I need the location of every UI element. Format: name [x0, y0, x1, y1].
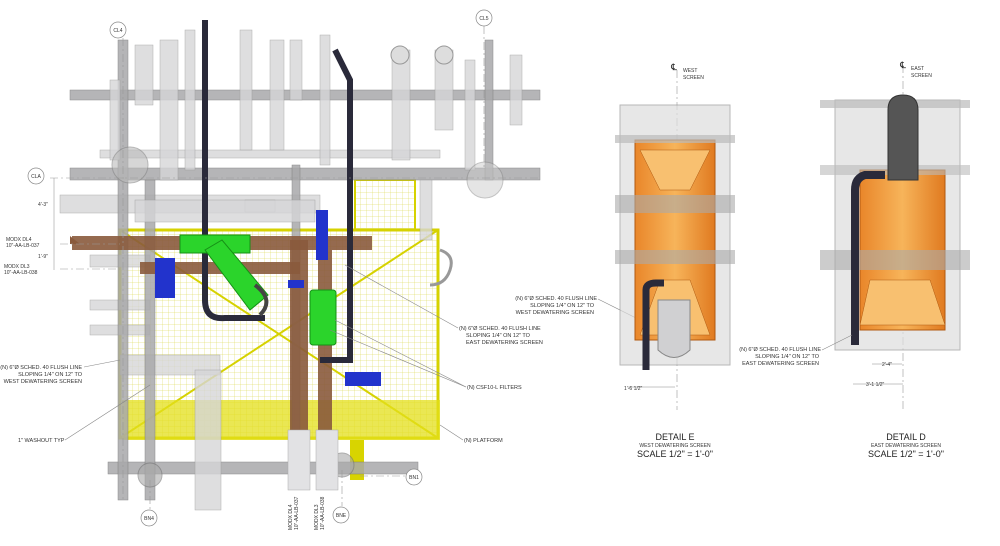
svg-text:SLOPING 1/4" ON 12" TO: SLOPING 1/4" ON 12" TO — [755, 354, 820, 360]
svg-text:SCREEN: SCREEN — [683, 75, 704, 81]
note-washout: 1" WASHOUT TYP — [18, 384, 151, 444]
svg-text:CL5: CL5 — [479, 16, 488, 22]
csf10-filters — [179, 234, 337, 346]
plan-view: CL4 CL5 CLA BN4 BNE BN1 4'-3" 1'-9" MODX… — [0, 9, 651, 530]
detail-d: ℄ EAST SCREEN 2'-4" 3'-1 1/2" (N) 6"Ø SC… — [739, 60, 970, 459]
valves — [155, 210, 381, 386]
svg-text:(N) 6"Ø SCHED. 40 FLUSH LINE: (N) 6"Ø SCHED. 40 FLUSH LINE — [459, 326, 541, 332]
svg-text:MODX DL3: MODX DL3 — [314, 504, 320, 530]
svg-text:CLA: CLA — [31, 174, 41, 180]
detail-d-title: DETAIL D — [886, 432, 926, 442]
svg-text:WEST: WEST — [683, 68, 697, 74]
modx-dl4-tag: 10"-AA-LB-037 — [6, 243, 40, 249]
grid-bubble-cl4: CL4 — [109, 21, 127, 39]
centerline-symbol: ℄ — [899, 60, 906, 70]
svg-text:MODX DL4: MODX DL4 — [288, 504, 294, 530]
detail-d-subtitle: EAST DEWATERING SCREEN — [871, 443, 941, 449]
svg-text:EAST DEWATERING SCREEN: EAST DEWATERING SCREEN — [466, 340, 543, 346]
detail-e: ℄ WEST SCREEN 1'-6 1/2" DETAIL E WEST DE… — [615, 62, 735, 459]
note-platform: (N) PLATFORM — [439, 424, 503, 444]
note-filters: (N) CSF10-L FILTERS — [329, 319, 522, 391]
grid-bubble-bne: BNE — [332, 506, 350, 524]
detail-e-scale: SCALE 1/2" = 1'-0" — [637, 449, 713, 459]
modx-dl3-vertical: MODX DL3 10"-AA-LB-038 — [314, 496, 326, 530]
svg-text:SCREEN: SCREEN — [911, 73, 932, 79]
detail-d-scale: SCALE 1/2" = 1'-0" — [868, 449, 944, 459]
platform — [118, 179, 440, 480]
dim-2-4: 2'-4" — [882, 362, 892, 368]
note-east-flush-line: (N) 6"Ø SCHED. 40 FLUSH LINE SLOPING 1/4… — [344, 264, 543, 346]
svg-text:(N) 6"Ø SCHED. 40 FLUSH LINE: (N) 6"Ø SCHED. 40 FLUSH LINE — [515, 296, 597, 302]
flush-line — [202, 20, 353, 363]
svg-text:BN1: BN1 — [409, 475, 419, 481]
svg-text:10"-AA-LB-037: 10"-AA-LB-037 — [294, 496, 300, 530]
svg-text:CL4: CL4 — [113, 28, 122, 34]
modx-dl4-vertical: MODX DL4 10"-AA-LB-037 — [288, 496, 300, 530]
svg-text:SLOPING 1/4" ON 12" TO: SLOPING 1/4" ON 12" TO — [18, 372, 83, 378]
detail-e-title: DETAIL E — [655, 432, 694, 442]
svg-text:WEST DEWATERING SCREEN: WEST DEWATERING SCREEN — [4, 379, 82, 385]
dim-4-3: 4'-3" — [38, 202, 48, 208]
svg-text:BNE: BNE — [336, 513, 347, 519]
dim-1-6-1-2: 1'-6 1/2" — [624, 386, 643, 392]
svg-text:1" WASHOUT TYP: 1" WASHOUT TYP — [18, 438, 65, 444]
grid-bubble-bn1: BN1 — [405, 468, 423, 486]
dim-3-1-1-2: 3'-1 1/2" — [866, 382, 885, 388]
svg-text:SLOPING 1/4" ON 12" TO: SLOPING 1/4" ON 12" TO — [466, 333, 531, 339]
detail-e-subtitle: WEST DEWATERING SCREEN — [639, 443, 711, 449]
centerline-symbol: ℄ — [670, 62, 677, 72]
note-west-flush-line: (N) 6"Ø SCHED. 40 FLUSH LINE SLOPING 1/4… — [0, 359, 121, 385]
svg-text:10"-AA-LB-038: 10"-AA-LB-038 — [320, 496, 326, 530]
grid-bubble-cl5: CL5 — [475, 9, 493, 27]
svg-text:(N) PLATFORM: (N) PLATFORM — [464, 438, 503, 444]
grid-lines — [50, 26, 540, 510]
modx-dl3-label: MODX DL3 — [4, 264, 30, 270]
dim-1-9: 1'-9" — [38, 254, 48, 260]
svg-text:BN4: BN4 — [144, 516, 154, 522]
svg-text:EAST: EAST — [911, 66, 924, 72]
svg-text:EAST DEWATERING SCREEN: EAST DEWATERING SCREEN — [742, 361, 819, 367]
svg-text:SLOPING 1/4" ON 12" TO: SLOPING 1/4" ON 12" TO — [530, 303, 595, 309]
svg-text:WEST DEWATERING SCREEN: WEST DEWATERING SCREEN — [516, 310, 594, 316]
modx-dl4-label: MODX DL4 — [6, 237, 32, 243]
modx-dl3-tag: 10"-AA-LB-038 — [4, 270, 38, 276]
grid-bubble-bn4: BN4 — [140, 509, 158, 527]
svg-text:(N) 6"Ø SCHED. 40 FLUSH LINE: (N) 6"Ø SCHED. 40 FLUSH LINE — [739, 347, 821, 353]
svg-text:(N) CSF10-L FILTERS: (N) CSF10-L FILTERS — [467, 385, 522, 391]
grid-bubble-cla: CLA — [27, 167, 45, 185]
svg-text:(N) 6"Ø SCHED. 40 FLUSH LINE: (N) 6"Ø SCHED. 40 FLUSH LINE — [0, 365, 82, 371]
